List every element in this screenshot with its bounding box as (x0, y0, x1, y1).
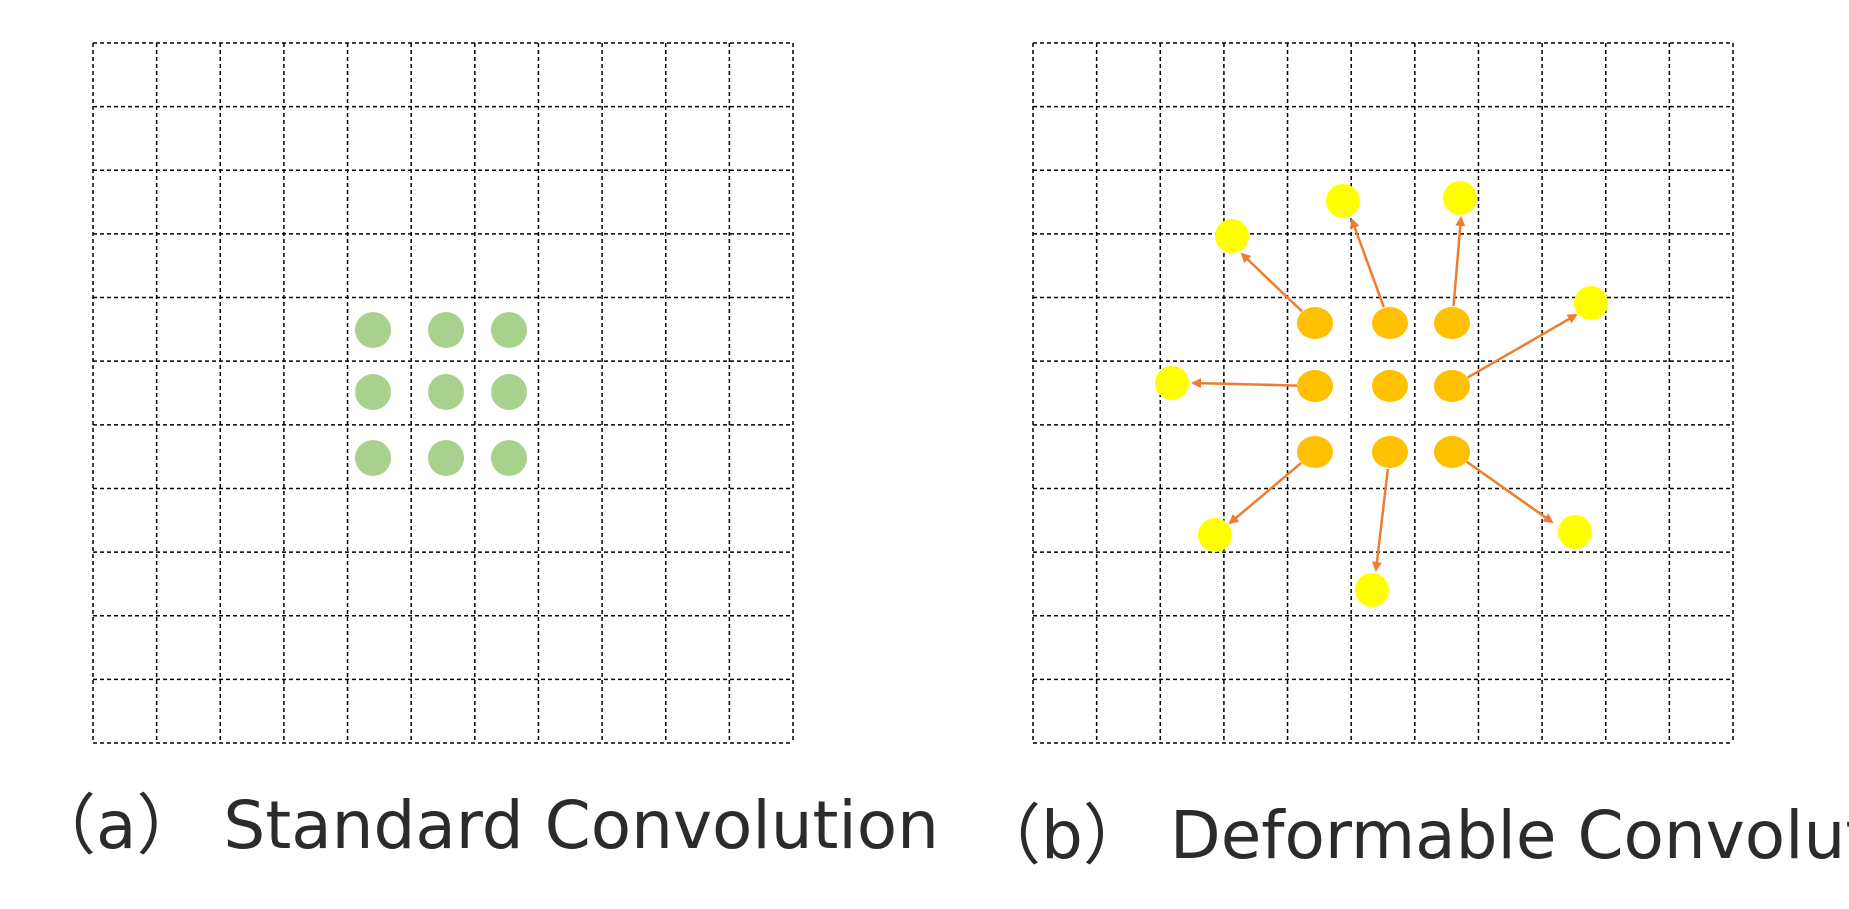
offset-point (1215, 219, 1249, 253)
offset-point (1574, 286, 1608, 320)
sampling-point (355, 440, 391, 476)
caption-standard-convolution: （a） Standard Convolution (30, 787, 939, 864)
grid-standard (92, 42, 794, 744)
offset-point (1155, 366, 1189, 400)
offset-arrow (1452, 216, 1466, 307)
deformable-convolution-panel: （b） Deformable Convolution (975, 42, 1849, 874)
sampling-point (1297, 370, 1333, 402)
sampling-point (355, 374, 391, 410)
offset-arrow (1240, 252, 1303, 313)
sampling-point (428, 312, 464, 348)
offset-point (1443, 181, 1477, 215)
caption-deformable-convolution: （b） Deformable Convolution (975, 797, 1849, 874)
sampling-point (1297, 307, 1333, 339)
offset-point (1355, 573, 1389, 607)
offset-arrow (1350, 218, 1385, 308)
offset-arrow (1191, 378, 1298, 389)
offset-arrow (1228, 461, 1302, 525)
standard-convolution-panel: （a） Standard Convolution (30, 42, 939, 864)
offset-points (1155, 181, 1608, 607)
deformable-sampling-points (1297, 307, 1470, 468)
sampling-point (1297, 436, 1333, 468)
offset-arrow (1371, 468, 1390, 572)
sampling-point (491, 312, 527, 348)
sampling-point (428, 374, 464, 410)
offset-arrow (1466, 313, 1578, 379)
sampling-point (355, 312, 391, 348)
sampling-point (1372, 370, 1408, 402)
sampling-point (1372, 307, 1408, 339)
standard-sampling-points (355, 312, 527, 476)
sampling-point (1434, 370, 1470, 402)
offset-point (1198, 518, 1232, 552)
offset-arrows (1191, 216, 1578, 572)
sampling-point (1434, 436, 1470, 468)
sampling-point (1434, 307, 1470, 339)
sampling-point (491, 374, 527, 410)
offset-arrow (1466, 460, 1554, 524)
offset-point (1558, 515, 1592, 549)
sampling-point (1372, 436, 1408, 468)
sampling-point (428, 440, 464, 476)
offset-point (1326, 184, 1360, 218)
sampling-point (491, 440, 527, 476)
